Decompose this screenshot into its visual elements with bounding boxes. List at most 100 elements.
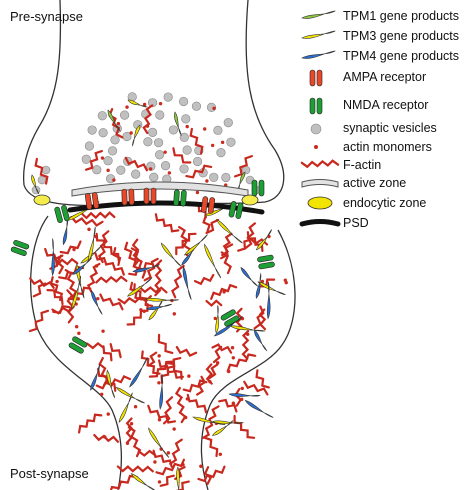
- f-actin-strand: [86, 341, 105, 350]
- actin-monomer: [240, 386, 244, 391]
- actin-monomer: [185, 397, 190, 401]
- f-actin-strand: [93, 433, 119, 443]
- endocytic-zone-left: [33, 194, 51, 206]
- f-actin-strand: [44, 247, 58, 263]
- actin-monomer: [96, 296, 100, 301]
- actin-monomer: [106, 168, 110, 173]
- f-actin-strand: [186, 393, 208, 414]
- synaptic-vesicle-icon: [310, 123, 322, 135]
- synaptic-vesicle: [116, 165, 126, 175]
- f-actin-strand: [244, 222, 256, 249]
- tropomyosin-filament: [213, 316, 243, 337]
- tropomyosin-filament: [115, 386, 145, 404]
- endocytic-zone-right: [241, 194, 259, 206]
- actin-monomer: [183, 415, 188, 420]
- actin-monomer: [129, 131, 133, 135]
- psd-icon: [299, 219, 341, 227]
- nmda-receptor: [257, 254, 275, 270]
- f-actin-strand: [124, 156, 148, 172]
- tropomyosin-filament: [129, 357, 148, 388]
- actin-monomer: [185, 124, 189, 129]
- synaptic-vesicle: [153, 138, 164, 148]
- synaptic-vesicle: [168, 125, 179, 135]
- synaptic-vesicle: [226, 137, 236, 147]
- actin-monomer: [239, 397, 244, 402]
- actin-monomer: [157, 480, 162, 484]
- actin-monomer: [210, 143, 215, 148]
- tropomyosin-filament: [145, 303, 172, 310]
- actin-monomer: [203, 127, 207, 131]
- active-zone-icon: [301, 179, 339, 188]
- tropomyosin-filament: [31, 174, 40, 195]
- ampa-receptor: [143, 187, 157, 205]
- f-actin-strand: [95, 275, 128, 284]
- tropomyosin-filament: [51, 238, 55, 277]
- synaptic-vesicle: [160, 161, 171, 171]
- f-actin-strand: [147, 351, 158, 367]
- f-actin-strand: [52, 304, 71, 315]
- actin-monomer: [199, 464, 203, 468]
- tropomyosin-filament: [301, 30, 336, 39]
- actin-monomer: [139, 308, 143, 312]
- tropomyosin-filament: [244, 399, 274, 418]
- actin-monomer: [163, 150, 167, 154]
- actin-monomer: [212, 106, 216, 111]
- f-actin-strand: [205, 363, 213, 385]
- synaptic-vesicle: [163, 92, 173, 102]
- synaptic-vesicle: [209, 172, 219, 182]
- actin-monomer: [145, 124, 150, 128]
- ampa-receptor: [121, 188, 135, 206]
- nmda-receptor-legend-icon: [309, 97, 323, 115]
- f-actin-strand: [78, 413, 103, 434]
- tropomyosin-filament: [174, 111, 182, 137]
- synaptic-vesicle: [213, 125, 223, 135]
- f-actin-strand: [56, 254, 65, 275]
- f-actin-strand: [56, 257, 79, 266]
- f-actin-strand: [234, 388, 243, 407]
- f-actin-strand: [233, 414, 256, 439]
- synaptic-vesicle: [110, 135, 120, 145]
- f-actin-strand: [205, 218, 220, 235]
- actin-monomer: [55, 279, 59, 284]
- synaptic-vesicle: [92, 165, 102, 175]
- f-actin-strand: [126, 303, 149, 326]
- tropomyosin-filament: [72, 257, 93, 275]
- f-actin-strand: [210, 283, 238, 300]
- actin-monomer: [167, 171, 172, 175]
- actin-monomer: [181, 463, 185, 467]
- nmda-receptor: [173, 189, 187, 207]
- f-actin-strand: [147, 404, 177, 424]
- tropomyosin-filament: [266, 281, 271, 320]
- legend-label-vesicles: synaptic vesicles: [343, 121, 437, 135]
- nmda-receptor: [54, 204, 70, 224]
- synaptic-vesicle: [179, 164, 189, 174]
- actin-monomer: [116, 121, 121, 126]
- actin-monomer: [227, 369, 231, 374]
- synaptic-vesicle: [191, 101, 202, 111]
- synaptic-vesicle: [192, 156, 203, 167]
- f-actin-strand: [193, 273, 215, 286]
- f-actin-strand: [127, 426, 142, 458]
- f-actin-strand: [208, 363, 219, 380]
- f-actin-strand: [258, 308, 267, 331]
- f-actin-strand: [109, 474, 138, 490]
- actin-monomer: [230, 346, 235, 350]
- tropomyosin-filament: [229, 325, 266, 332]
- actin-monomer: [231, 356, 235, 360]
- legend-label-active-zone: active zone: [343, 176, 407, 190]
- actin-monomer: [76, 297, 80, 301]
- tropomyosin-filament: [216, 218, 243, 244]
- actin-monomer: [157, 381, 161, 385]
- tropomyosin-filament: [182, 265, 192, 300]
- legend-label-f-actin: F-actin: [343, 158, 382, 172]
- actin-monomer: [215, 361, 220, 365]
- nmda-receptor: [251, 179, 265, 197]
- f-actin-strand: [29, 277, 55, 289]
- actin-monomer: [166, 451, 171, 455]
- tropomyosin-filament: [144, 298, 179, 302]
- synaptic-vesicle: [84, 141, 95, 151]
- synaptic-vesicle: [81, 154, 91, 164]
- actin-monomer: [142, 309, 146, 313]
- f-actin-strand: [125, 417, 133, 444]
- tropomyosin-filament: [215, 305, 219, 334]
